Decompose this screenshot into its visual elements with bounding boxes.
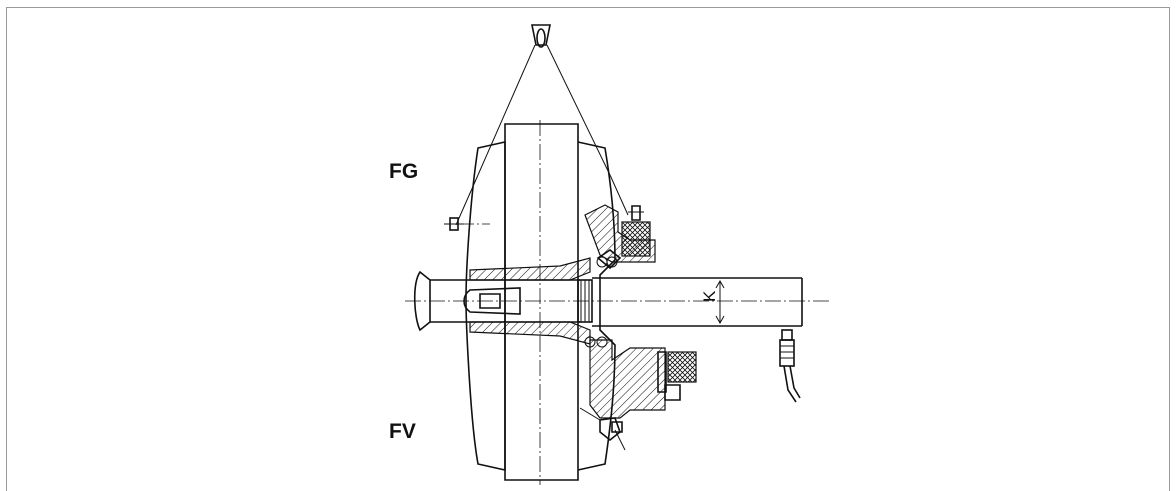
k-dimension-label: K bbox=[700, 290, 719, 302]
fg-label: FG bbox=[389, 160, 418, 183]
left-shaft bbox=[405, 270, 830, 332]
cable-fitting bbox=[779, 329, 801, 403]
threaded-coupling bbox=[577, 279, 593, 323]
right-shaft bbox=[592, 277, 803, 327]
lower-housing bbox=[579, 336, 697, 451]
fv-label: FV bbox=[389, 420, 416, 443]
k-dimension bbox=[715, 279, 725, 325]
drawing-frame bbox=[6, 7, 1170, 491]
upper-housing bbox=[584, 204, 656, 270]
left-bolt bbox=[444, 217, 490, 231]
lifting-slings bbox=[455, 44, 629, 226]
rotor-body bbox=[465, 120, 616, 485]
lifting-eye bbox=[531, 24, 551, 48]
